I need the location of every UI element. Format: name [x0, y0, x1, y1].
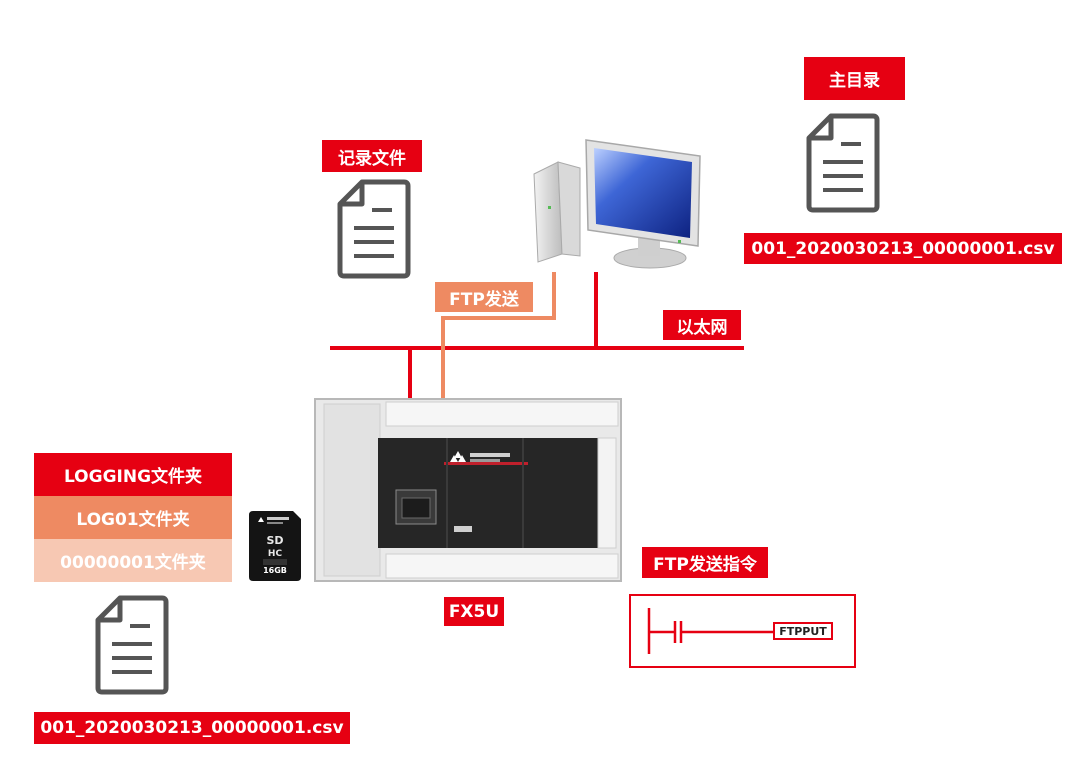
log-file-label: 记录文件 — [322, 140, 422, 172]
ftp-transfer-vertical-line — [441, 318, 445, 404]
pc-computer — [528, 134, 708, 278]
sd-card-capacity: 16GB — [263, 566, 287, 575]
svg-text:SD: SD — [266, 534, 283, 547]
sd-card: SD HC 16GB — [249, 511, 301, 581]
ftp-send-label: FTP发送 — [435, 282, 533, 312]
pc-ethernet-drop-line — [594, 272, 598, 348]
sd-filename-label: 001_2020030213_00000001.csv — [34, 712, 350, 744]
root-file-document-icon — [805, 112, 881, 214]
ftp-transfer-horizontal-line — [441, 316, 556, 320]
ethernet-bus-line — [330, 346, 744, 350]
folder-logging: LOGGING文件夹 — [34, 453, 232, 496]
ethernet-label: 以太网 — [663, 310, 741, 340]
svg-text:HC: HC — [268, 549, 283, 559]
ladder-diagram: FTPPUT — [629, 594, 856, 668]
folder-00000001: 00000001文件夹 — [34, 539, 232, 582]
folder-log01: LOG01文件夹 — [34, 496, 232, 539]
ftpput-instruction-box: FTPPUT — [773, 622, 833, 640]
plc-unit — [314, 398, 622, 582]
sd-file-document-icon — [94, 594, 170, 696]
pc-filename-label: 001_2020030213_00000001.csv — [744, 233, 1062, 264]
log-file-document-icon — [336, 178, 412, 280]
ftp-transfer-up-line — [552, 272, 556, 320]
ftp-command-label: FTP发送指令 — [642, 547, 768, 578]
root-directory-label: 主目录 — [804, 57, 905, 100]
plc-model-label: FX5U — [444, 597, 504, 626]
